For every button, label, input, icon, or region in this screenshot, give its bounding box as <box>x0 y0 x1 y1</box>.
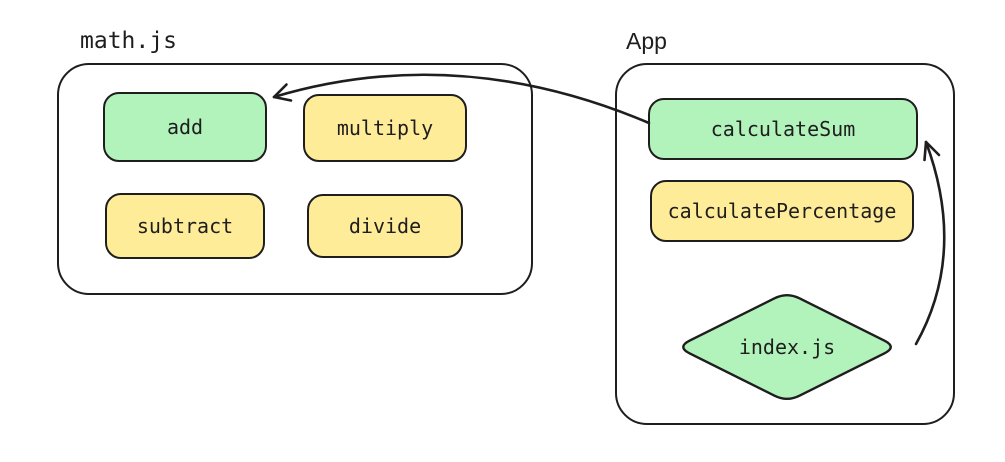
node-subtract-label: subtract <box>136 214 234 238</box>
node-calculatepercentage-label: calculatePercentage <box>667 199 897 223</box>
node-calculatesum-label: calculateSum <box>710 117 856 141</box>
group-title-app: App <box>626 28 667 54</box>
node-calculatepercentage: calculatePercentage <box>650 180 914 242</box>
node-divide-label: divide <box>348 214 422 238</box>
group-container-app <box>615 63 955 425</box>
node-divide: divide <box>307 194 463 258</box>
node-add-label: add <box>166 115 204 139</box>
node-multiply-label: multiply <box>336 116 434 140</box>
node-calculatesum: calculateSum <box>648 98 918 160</box>
node-indexjs-label: index.js <box>738 335 836 359</box>
node-add: add <box>103 92 267 162</box>
group-container-mathjs <box>57 63 533 295</box>
node-multiply: multiply <box>303 94 467 162</box>
node-subtract: subtract <box>105 193 265 259</box>
group-title-mathjs: math.js <box>80 28 177 54</box>
